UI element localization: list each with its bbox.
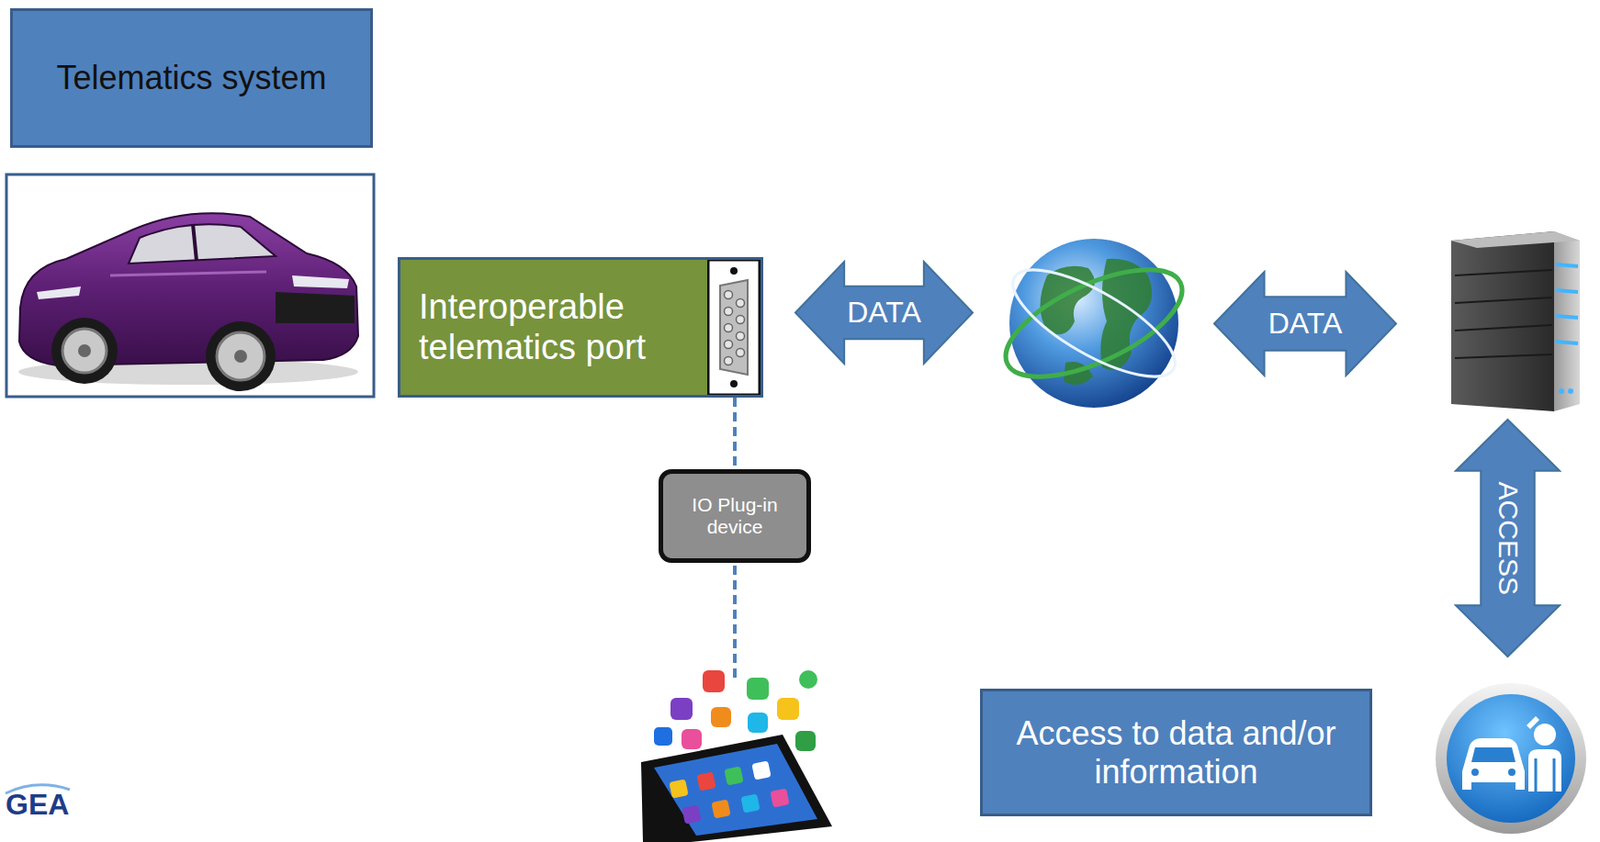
mechanic-icon [1435,683,1587,834]
data-arrow-outline [1214,271,1397,376]
access-arrow-text: ACCESS [1491,481,1524,595]
data-arrow-text: DATA [846,295,922,330]
plugin-device-box-text: IO Plug-in device [672,494,798,539]
serial-connector-icon [707,259,761,395]
data-arrow-outline [795,261,973,364]
title-box-text: Telematics system [56,58,327,97]
port-box-text: Interoperable telematics port [418,287,691,368]
server-icon [1451,231,1580,412]
dashed-wire [732,565,737,678]
dashed-connector [732,397,737,470]
car-illustration [18,213,359,392]
access-info-box-text: Access to data and/or information [1015,714,1338,791]
plugin-device-box: IO Plug-in device [658,469,812,564]
access-arrow: ACCESS [1453,417,1562,659]
data-arrow-text: DATA [1268,306,1343,341]
port-box: Interoperable telematics port [397,257,764,398]
logo-text: GEA [5,789,69,820]
access-info-box: Access to data and/or information [980,688,1373,817]
smartphone-icon [641,670,833,842]
data-arrow: DATA [1212,270,1398,378]
access-arrow-outline [1455,419,1560,657]
image-frame [6,174,374,397]
data-arrow: DATA [793,259,975,366]
globe-icon [991,238,1197,408]
title-box: Telematics system [10,8,373,148]
